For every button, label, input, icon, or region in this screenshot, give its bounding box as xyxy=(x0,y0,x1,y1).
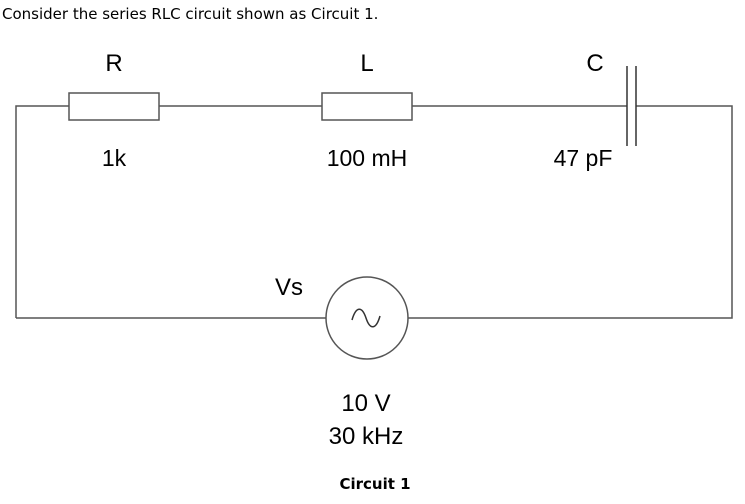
resistor-symbol xyxy=(68,92,160,121)
wire-left-top xyxy=(15,105,69,318)
resistor-symbol-label: R xyxy=(105,50,122,77)
capacitor-value-label: 47 pF xyxy=(554,145,613,171)
sine-wave-icon xyxy=(351,308,381,328)
question-prompt: Consider the series RLC circuit shown as… xyxy=(2,5,379,23)
capacitor-symbol-label: C xyxy=(586,50,603,77)
source-voltage-label: 10 V xyxy=(341,390,390,417)
capacitor-symbol xyxy=(626,66,637,146)
resistor-value-label: 1k xyxy=(102,145,127,171)
inductor-symbol-label: L xyxy=(360,50,373,77)
figure-caption: Circuit 1 xyxy=(339,475,410,493)
inductor-value-label: 100 mH xyxy=(327,145,408,171)
wire-right xyxy=(408,105,733,319)
ac-source-circle xyxy=(325,276,409,360)
source-symbol-label: Vs xyxy=(275,274,303,301)
ac-source-symbol xyxy=(325,276,409,360)
circuit-wires xyxy=(15,105,733,319)
inductor-symbol xyxy=(321,92,413,121)
source-frequency-label: 30 kHz xyxy=(329,423,404,450)
